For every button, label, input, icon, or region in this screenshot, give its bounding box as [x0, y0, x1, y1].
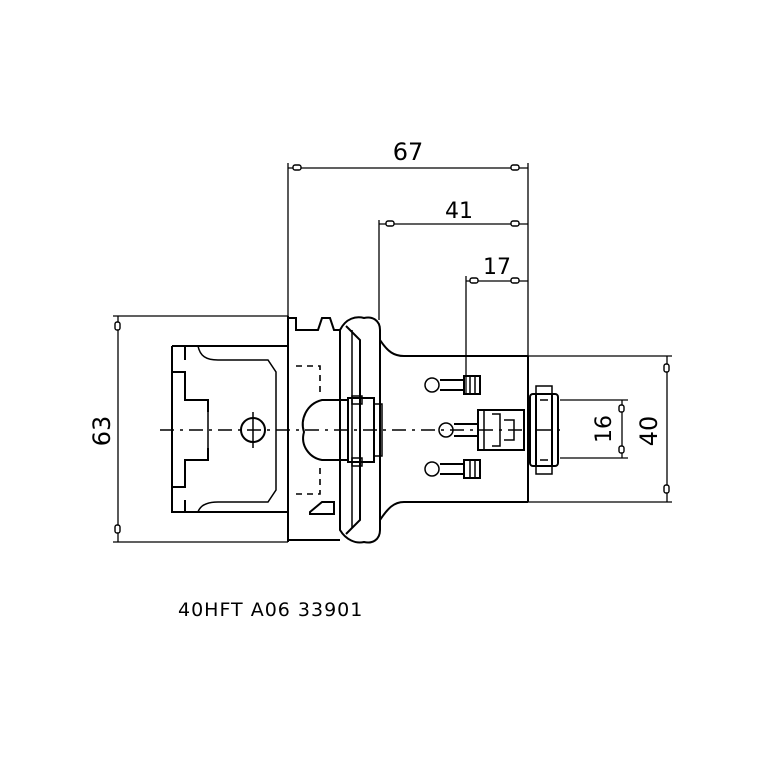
nose-length-label: 17 [483, 255, 511, 280]
flange [287, 316, 381, 544]
hsk-shank [171, 345, 288, 513]
tool-body [379, 339, 559, 521]
dimension-bore-diameter: 16 [560, 399, 628, 459]
flange-diameter-label: 63 [88, 416, 116, 447]
dimension-flange-diameter: 63 [88, 315, 288, 543]
screw-icon [424, 459, 481, 479]
overall-length-label: 67 [393, 138, 424, 166]
part-code: 40HFT A06 33901 [178, 599, 363, 621]
screw-icon [424, 375, 481, 395]
bore-diameter-label: 16 [592, 415, 617, 443]
dimension-body-length: 41 [378, 199, 528, 320]
body-length-label: 41 [445, 199, 473, 224]
shank-diameter-label: 40 [635, 416, 663, 447]
clamping-unit [301, 395, 383, 467]
dimension-shank-diameter: 40 [528, 355, 672, 503]
dimension-nose-length: 17 [465, 255, 528, 395]
